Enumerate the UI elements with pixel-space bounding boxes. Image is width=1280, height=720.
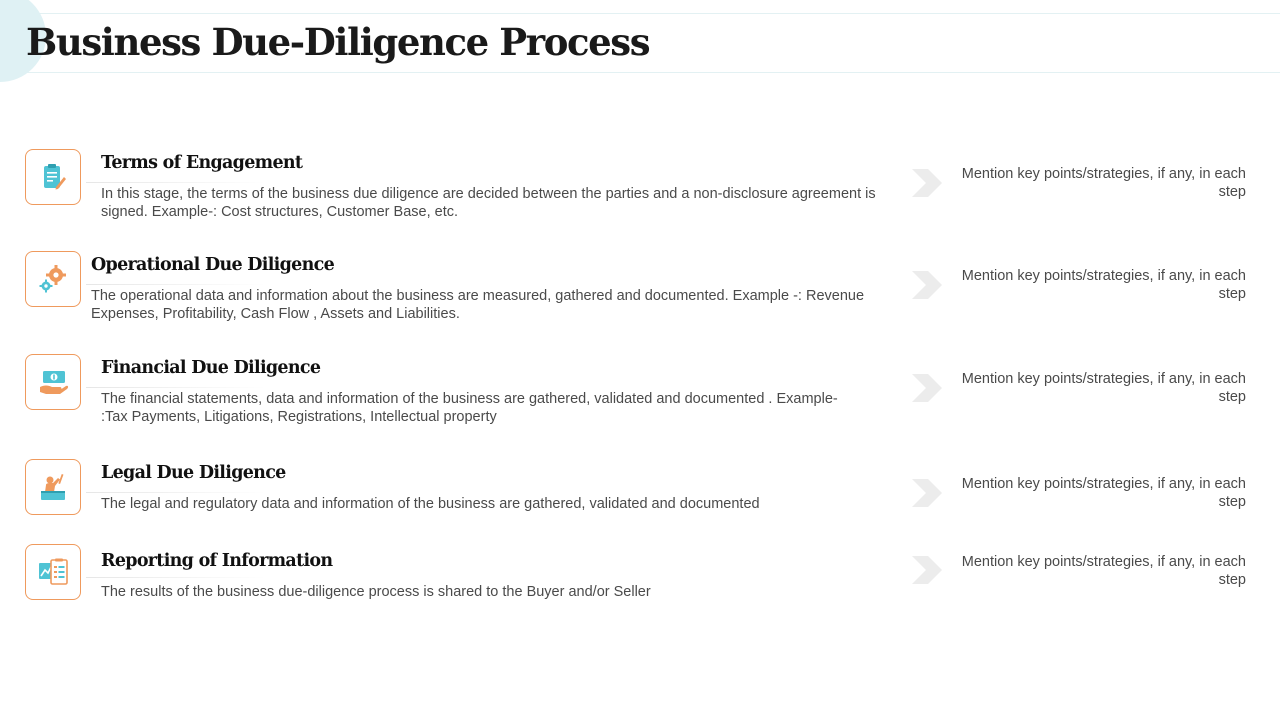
step-description: The operational data and information abo…: [91, 288, 865, 322]
page-title: Business Due-Diligence Process: [26, 20, 651, 64]
report-board-icon: [25, 544, 81, 600]
chevron-right-icon: [912, 271, 942, 299]
step-financial-due-diligence: Financial Due Diligence The financial st…: [0, 354, 1280, 444]
step-note: Mention key points/strategies, if any, i…: [961, 268, 1246, 302]
step-description: The legal and regulatory data and inform…: [101, 496, 760, 512]
step-title: Financial Due Diligence: [101, 358, 321, 378]
chevron-right-icon: [912, 169, 942, 197]
title-underline: [86, 284, 266, 285]
step-reporting-of-information: Reporting of Information The results of …: [0, 544, 1280, 634]
gears-icon: [25, 251, 81, 307]
clipboard-pencil-icon: [25, 149, 81, 205]
chevron-right-icon: [912, 374, 942, 402]
step-title: Legal Due Diligence: [101, 463, 286, 483]
step-description: In this stage, the terms of the business…: [101, 186, 876, 220]
step-terms-of-engagement: Terms of Engagement In this stage, the t…: [0, 149, 1280, 239]
title-underline: [86, 492, 266, 493]
step-note: Mention key points/strategies, if any, i…: [961, 554, 1246, 588]
title-underline: [86, 577, 266, 578]
chevron-right-icon: [912, 556, 942, 584]
step-title: Operational Due Diligence: [91, 255, 335, 275]
step-legal-due-diligence: Legal Due Diligence The legal and regula…: [0, 459, 1280, 549]
step-title: Reporting of Information: [101, 551, 333, 571]
step-note: Mention key points/strategies, if any, i…: [961, 166, 1246, 200]
step-note: Mention key points/strategies, if any, i…: [961, 371, 1246, 405]
header-band: [0, 13, 1280, 73]
title-underline: [86, 387, 266, 388]
chevron-right-icon: [912, 479, 942, 507]
money-hand-icon: [25, 354, 81, 410]
person-desk-icon: [25, 459, 81, 515]
step-note: Mention key points/strategies, if any, i…: [961, 476, 1246, 510]
title-underline: [86, 182, 266, 183]
step-title: Terms of Engagement: [101, 153, 303, 173]
step-description: The results of the business due-diligenc…: [101, 584, 651, 600]
step-description: The financial statements, data and infor…: [101, 391, 838, 425]
step-operational-due-diligence: Operational Due Diligence The operationa…: [0, 251, 1280, 341]
